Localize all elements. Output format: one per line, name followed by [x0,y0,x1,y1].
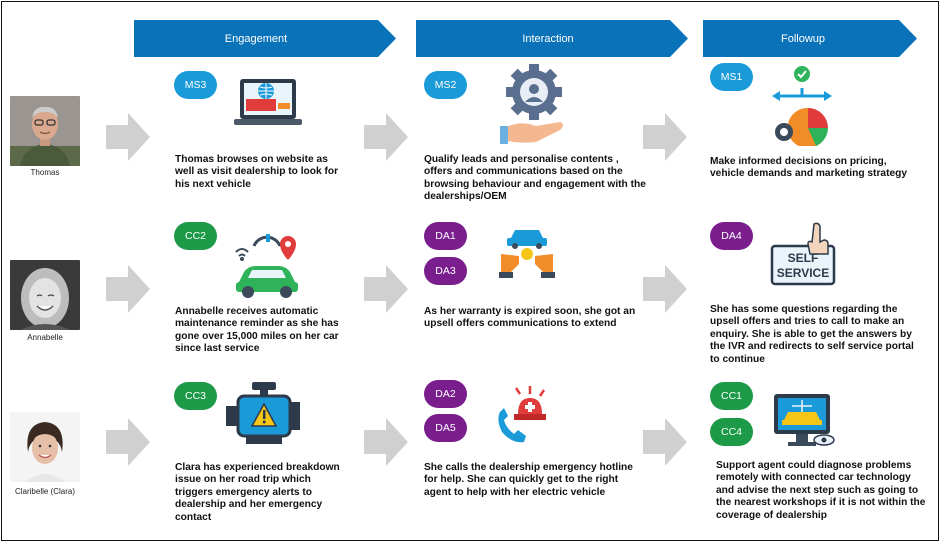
stage-engagement: Engagement [134,20,396,57]
remote-diagnosis-monitor-icon [772,392,836,450]
cell-description: She calls the dealership emergency hotli… [424,462,633,498]
badge-cc2: CC2 [174,222,217,250]
badge-ms2: MS2 [424,71,467,99]
cell-description: As her warranty is expired soon, she got… [424,306,636,330]
badge-ms3: MS3 [174,71,217,99]
cell-description: Thomas browses on website as well as vis… [175,154,339,190]
connected-car-icon [232,232,302,300]
cell-description: Qualify leads and personalise contents ,… [424,154,646,203]
flow-arrow [643,113,687,161]
stage-label: Followup [780,32,826,45]
flow-arrow [643,265,687,313]
stage-arrow-shape [703,20,917,57]
cell-description: She has some questions regarding the ups… [710,304,914,365]
persona-photo [10,260,80,330]
stage-interaction: Interaction [416,20,688,57]
emergency-call-icon [494,384,550,446]
badge-da3: DA3 [424,257,467,285]
stage-label: Engagement [224,32,288,45]
badge-da4: DA4 [710,222,753,250]
persona-name: Thomas [30,168,60,177]
stage-followup: Followup [703,20,917,57]
persona-photo [10,96,80,166]
cell-description: Clara has experienced breakdown issue on… [175,462,340,523]
badge-ms1: MS1 [710,63,753,91]
decision-analytics-icon [766,62,838,146]
badge-cc3: CC3 [174,382,217,410]
personalise-gear-hand-icon [500,64,566,146]
website-laptop-icon [234,73,302,135]
badge-da2: DA2 [424,380,467,408]
engine-warning-icon [222,378,306,448]
svg-text:SERVICE: SERVICE [777,266,829,280]
stage-label: Interaction [522,32,574,45]
stage-arrow-shape [416,20,688,57]
car-offer-hands-icon [497,224,557,280]
flow-arrow [106,113,150,161]
cell-description: Make informed decisions on pricing, vehi… [710,156,908,180]
cell-description: Annabelle receives automatic maintenance… [175,306,339,355]
persona-name: Claribelle (Clara) [14,487,75,496]
badge-cc1: CC1 [710,382,753,410]
flow-arrow [364,265,408,313]
badge-da5: DA5 [424,414,467,442]
cell-description: Support agent could diagnose problems re… [716,460,926,521]
self-service-icon: SELF SERVICE [770,220,838,286]
flow-arrow [106,265,150,313]
badge-da1: DA1 [424,222,467,250]
flow-arrow [643,418,687,466]
badge-cc4: CC4 [710,418,753,446]
stage-arrow-shape [134,20,396,57]
flow-arrow [364,418,408,466]
flow-arrow [106,418,150,466]
flow-arrow [364,113,408,161]
persona-photo [10,412,80,482]
persona-name: Annabelle [27,333,63,342]
